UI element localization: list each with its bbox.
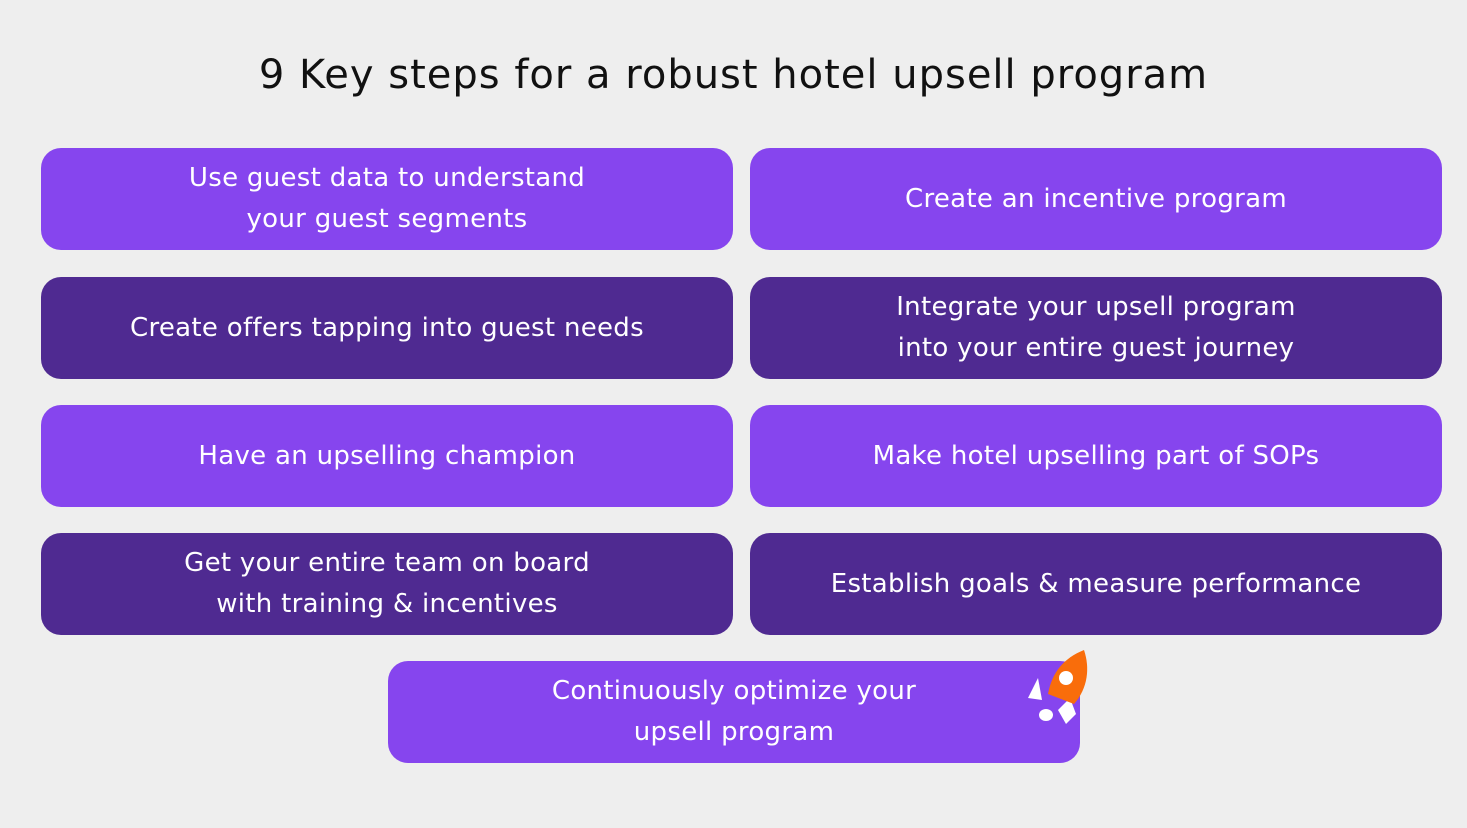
step-7: Get your entire team on board with train… bbox=[41, 533, 733, 635]
step-4: Integrate your upsell program into your … bbox=[750, 277, 1442, 379]
step-3: Create offers tapping into guest needs bbox=[41, 277, 733, 379]
step-2: Create an incentive program bbox=[750, 148, 1442, 250]
step-1: Use guest data to understand your guest … bbox=[41, 148, 733, 250]
step-6: Make hotel upselling part of SOPs bbox=[750, 405, 1442, 507]
step-5: Have an upselling champion bbox=[41, 405, 733, 507]
step-8: Establish goals & measure performance bbox=[750, 533, 1442, 635]
page-title: 9 Key steps for a robust hotel upsell pr… bbox=[258, 52, 1209, 98]
rocket-icon bbox=[1028, 650, 1088, 724]
step-9: Continuously optimize your upsell progra… bbox=[388, 661, 1080, 763]
